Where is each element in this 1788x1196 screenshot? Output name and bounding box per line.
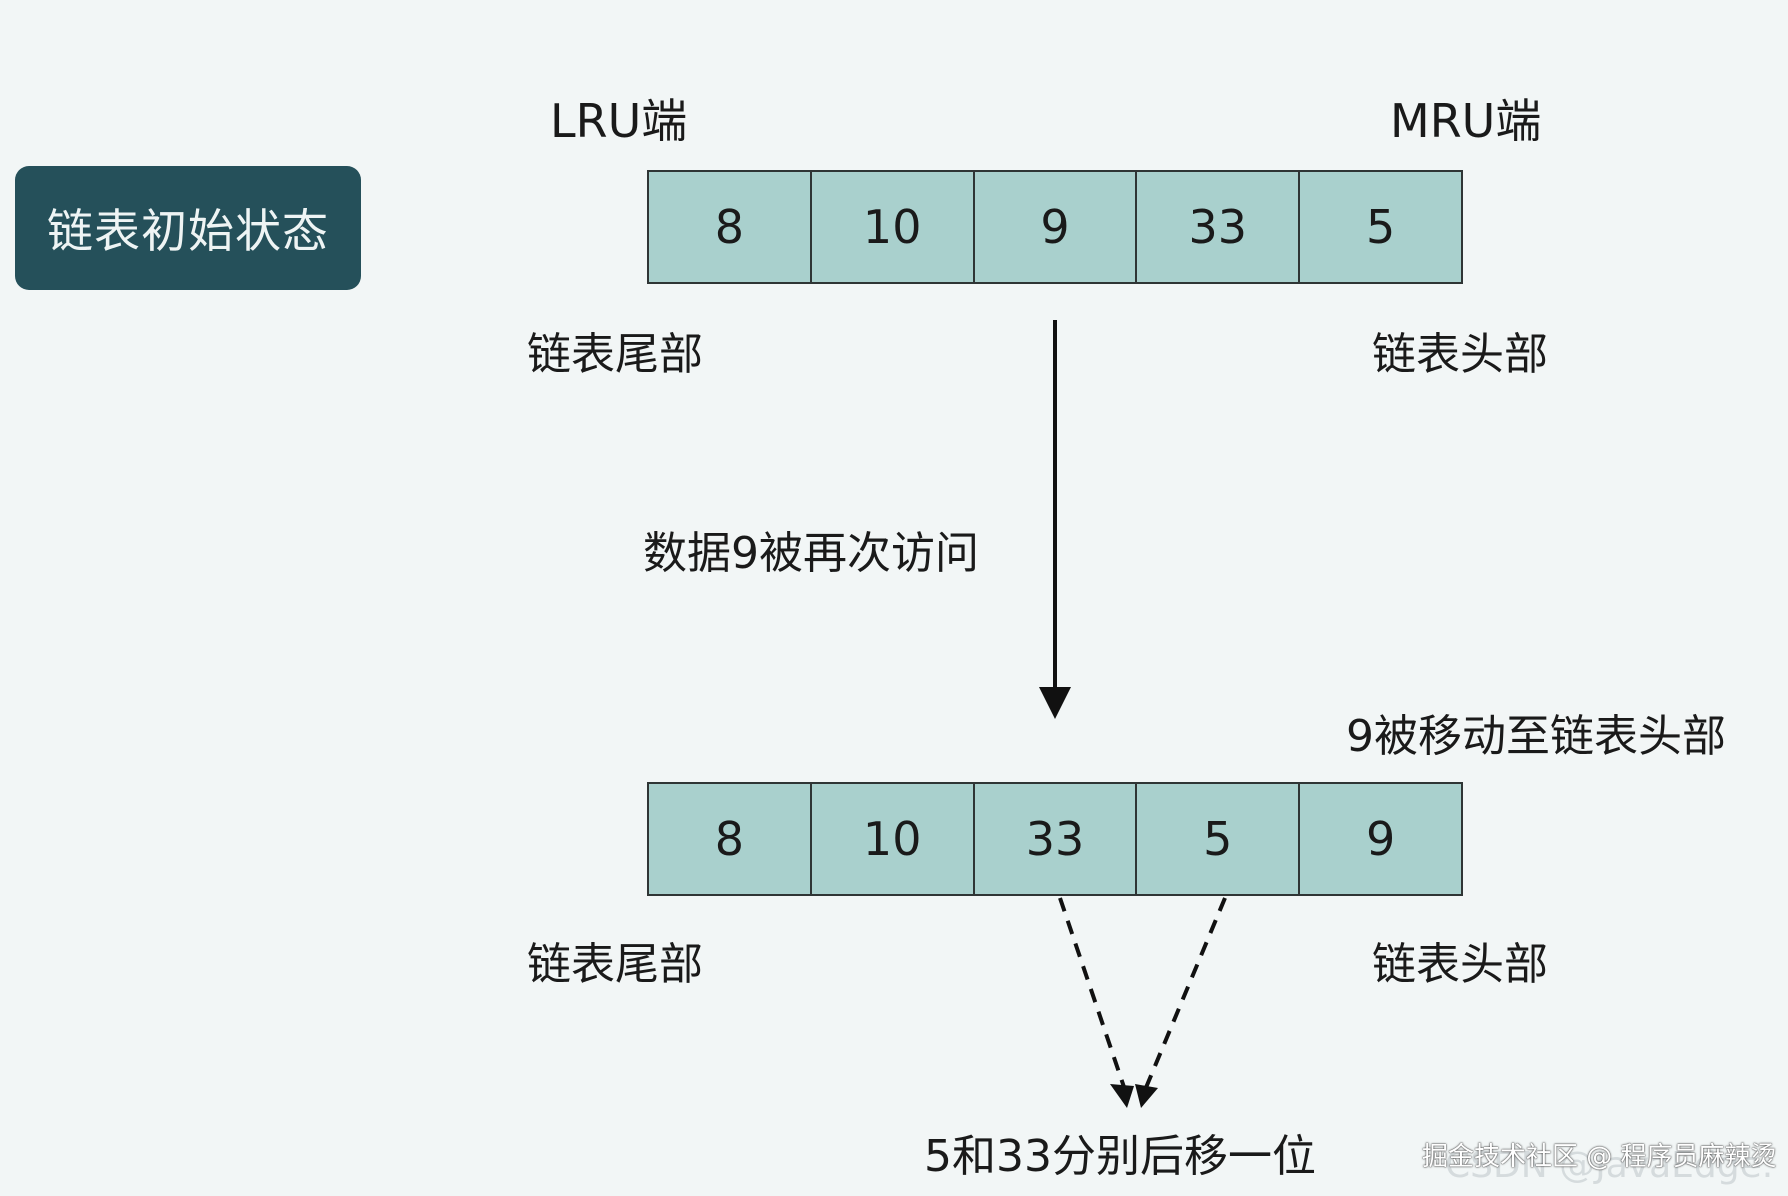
head-label-bottom: 链表头部 (1372, 939, 1548, 990)
access-caption: 数据9被再次访问 (643, 528, 979, 579)
list-node: 8 (649, 172, 812, 282)
list-node: 10 (811, 784, 975, 894)
shift-arrowhead-5 (1135, 1084, 1158, 1108)
list-node: 10 (811, 172, 975, 282)
juejin-watermark: 掘金技术社区 @ 程序员麻辣烫 (1422, 1142, 1777, 1172)
tail-label-bottom: 链表尾部 (527, 939, 703, 990)
list-node: 5 (1300, 172, 1461, 282)
shift-arrowhead-33 (1110, 1084, 1134, 1108)
head-label-top: 链表头部 (1372, 329, 1548, 380)
shift-caption: 5和33分别后移一位 (924, 1131, 1316, 1182)
list-node: 9 (1300, 784, 1461, 894)
initial-linked-list: 8 10 9 33 5 (647, 170, 1463, 284)
list-node: 33 (974, 784, 1138, 894)
shift-arrow-33 (1058, 897, 1127, 1091)
list-node: 8 (649, 784, 812, 894)
move-caption: 9被移动至链表头部 (1346, 711, 1726, 762)
list-node: 9 (974, 172, 1138, 282)
shift-arrow-5 (1143, 897, 1227, 1091)
csdn-watermark: CSDN @JavaEdge. (1445, 1145, 1774, 1186)
final-linked-list: 8 10 33 5 9 (647, 782, 1463, 896)
lru-end-label: LRU端 (550, 94, 688, 148)
state-badge: 链表初始状态 (15, 166, 361, 290)
mru-end-label: MRU端 (1390, 94, 1542, 148)
tail-label-top: 链表尾部 (527, 329, 703, 380)
list-node: 33 (1137, 172, 1301, 282)
list-node: 5 (1137, 784, 1301, 894)
